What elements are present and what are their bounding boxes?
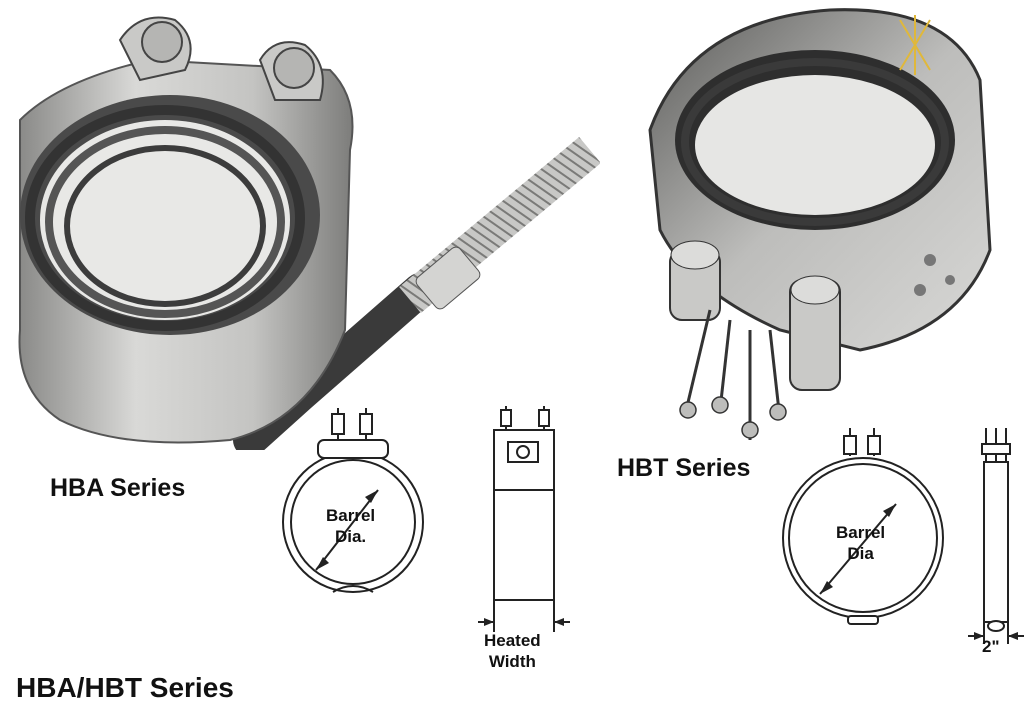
hba-side-diagram [478, 400, 588, 640]
hba-width-label-line2: Width [488, 652, 536, 671]
hba-front-diagram [278, 400, 428, 600]
hba-width-label-line1: Heated [484, 631, 541, 650]
hba-barrel-label-line2: Dia. [334, 527, 367, 546]
hbt-front-diagram [778, 420, 948, 630]
hbt-barrel-label-line2: Dia [847, 544, 874, 563]
hbt-side-diagram [962, 420, 1034, 650]
hbt-width-label: 2" [982, 637, 1000, 656]
hbt-barrel-label-line1: Barrel [836, 523, 886, 542]
hba-series-label: HBA Series [50, 474, 186, 502]
hbt-heater-photo [630, 0, 1034, 440]
hbt-series-label: HBT Series [617, 454, 751, 482]
hba-barrel-label-line1: Barrel [326, 506, 376, 525]
footer-title: HBA/HBT Series [16, 672, 234, 703]
hba-heater-photo [0, 0, 600, 450]
